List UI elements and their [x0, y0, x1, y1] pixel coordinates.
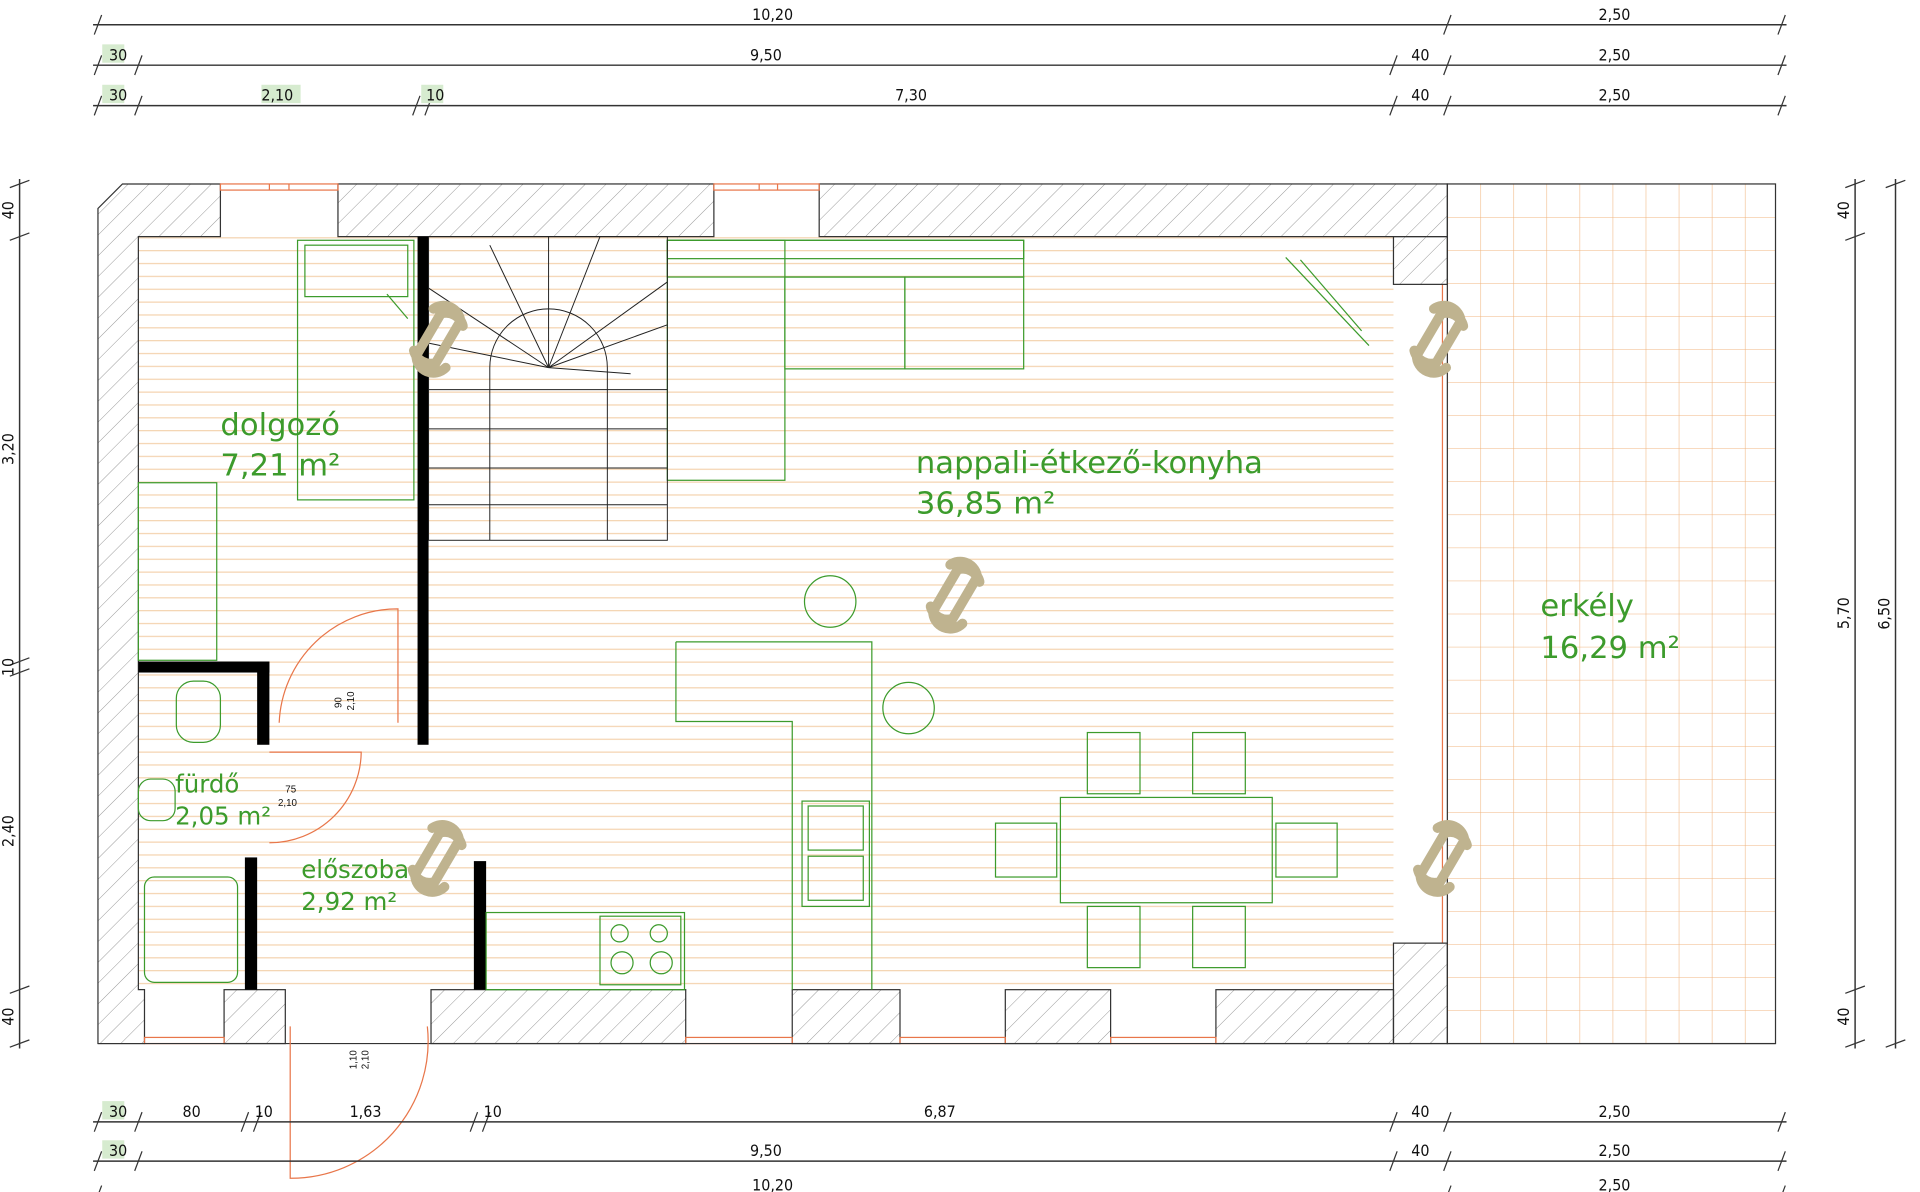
dimension-column: 40 3,20 10 2,40 40 — [0, 179, 30, 1049]
dimension-label: 80 — [183, 1102, 201, 1121]
dimension-row: 30 9,50 40 2,50 — [93, 1140, 1787, 1172]
dimension-row: 30 80 10 1,63 10 6,87 40 2,50 — [93, 1101, 1787, 1132]
dimension-label: 40 — [1411, 45, 1429, 64]
dimension-label: 30 — [109, 1102, 127, 1121]
dimension-column: 6,50 — [1874, 179, 1906, 1049]
dimension-label: 9,50 — [750, 45, 782, 64]
svg-text:előszoba: előszoba — [301, 855, 409, 884]
dimension-label: 10 — [255, 1102, 273, 1121]
dimension-label: 6,50 — [1874, 598, 1893, 630]
room-label-nappali: nappali-étkező-konyha 36,85 m² — [916, 446, 1263, 521]
dimension-label: 30 — [109, 45, 127, 64]
dimension-label: 40 — [1411, 86, 1429, 105]
door-tag-2: 75 2,10 — [278, 785, 298, 809]
staircase — [428, 236, 668, 541]
dimension-label: 2,50 — [1599, 45, 1631, 64]
svg-text:2,10: 2,10 — [278, 798, 298, 809]
dimension-label: 30 — [109, 1141, 127, 1160]
svg-text:90: 90 — [334, 697, 345, 708]
logo-icon — [1409, 300, 1469, 378]
svg-text:2,10: 2,10 — [346, 691, 357, 711]
dimension-label: 40 — [1411, 1102, 1429, 1121]
dimension-label: 10,20 — [752, 5, 793, 24]
door-tag-3: 1,10 2,10 — [348, 1050, 371, 1070]
dimension-label: 2,40 — [0, 815, 17, 847]
dimension-label: 2,50 — [1599, 1141, 1631, 1160]
svg-text:fürdő: fürdő — [175, 770, 239, 799]
dimension-label: 3,20 — [0, 433, 17, 465]
dimension-label: 6,87 — [924, 1102, 956, 1121]
furniture — [137, 239, 1370, 991]
dimension-row: 30 9,50 40 2,50 — [93, 44, 1787, 76]
dimension-row: 10,20 2,50 — [98, 1175, 1786, 1192]
dimension-row: 10,20 2,50 — [93, 5, 1787, 35]
interior-walls — [138, 236, 487, 990]
dimension-label: 10,20 — [752, 1175, 793, 1192]
svg-text:1,10: 1,10 — [348, 1050, 359, 1070]
dimension-label: 1,63 — [350, 1102, 382, 1121]
doors — [269, 608, 429, 1179]
dimension-label: 2,50 — [1599, 86, 1631, 105]
dimension-label: 40 — [0, 201, 17, 219]
dimension-label: 40 — [1834, 1008, 1853, 1026]
room-label-eloszoba: előszoba 2,92 m² — [301, 855, 409, 916]
dimension-label: 5,70 — [1834, 597, 1853, 629]
dimension-label: 2,50 — [1599, 1175, 1631, 1192]
dimension-label: 7,30 — [895, 86, 927, 105]
dimension-label: 9,50 — [750, 1141, 782, 1160]
dimension-label: 10 — [426, 86, 444, 105]
svg-text:nappali-étkező-konyha: nappali-étkező-konyha — [916, 446, 1263, 481]
svg-text:16,29 m²: 16,29 m² — [1540, 631, 1679, 666]
logo-icon — [925, 556, 985, 634]
room-label-dolgozo: dolgozó 7,21 m² — [220, 408, 340, 483]
logo-icon — [408, 300, 468, 378]
logo-icon — [1413, 820, 1472, 897]
dimension-label: 10 — [484, 1102, 502, 1121]
svg-text:erkély: erkély — [1540, 589, 1634, 624]
dimension-label: 40 — [1411, 1141, 1429, 1160]
dimension-label: 10 — [0, 658, 17, 676]
svg-text:7,21 m²: 7,21 m² — [220, 448, 340, 483]
dimension-column: 40 5,70 40 — [1834, 179, 1866, 1049]
dimension-label: 40 — [1834, 201, 1853, 219]
svg-text:2,10: 2,10 — [361, 1050, 372, 1070]
dimension-label: 2,10 — [261, 86, 293, 105]
balcony-tiles — [1446, 183, 1777, 1045]
svg-text:36,85 m²: 36,85 m² — [916, 486, 1055, 521]
door-tag-1: 90 2,10 — [334, 691, 357, 711]
room-label-erkely: erkély 16,29 m² — [1540, 589, 1679, 666]
floor-interior — [138, 236, 1394, 990]
dimension-row: 30 2,10 10 7,30 40 2,50 — [93, 84, 1787, 116]
exterior-walls — [97, 183, 1448, 1045]
svg-text:75: 75 — [285, 785, 296, 796]
logo-icon — [407, 820, 467, 897]
dimension-label: 2,50 — [1599, 5, 1631, 24]
dimension-label: 40 — [0, 1008, 17, 1026]
svg-text:dolgozó: dolgozó — [220, 408, 340, 443]
watermark-logos — [407, 300, 1472, 897]
svg-text:2,05 m²: 2,05 m² — [175, 801, 271, 830]
dimension-label: 30 — [109, 86, 127, 105]
svg-text:2,92 m²: 2,92 m² — [301, 887, 397, 916]
dimension-label: 2,50 — [1599, 1102, 1631, 1121]
